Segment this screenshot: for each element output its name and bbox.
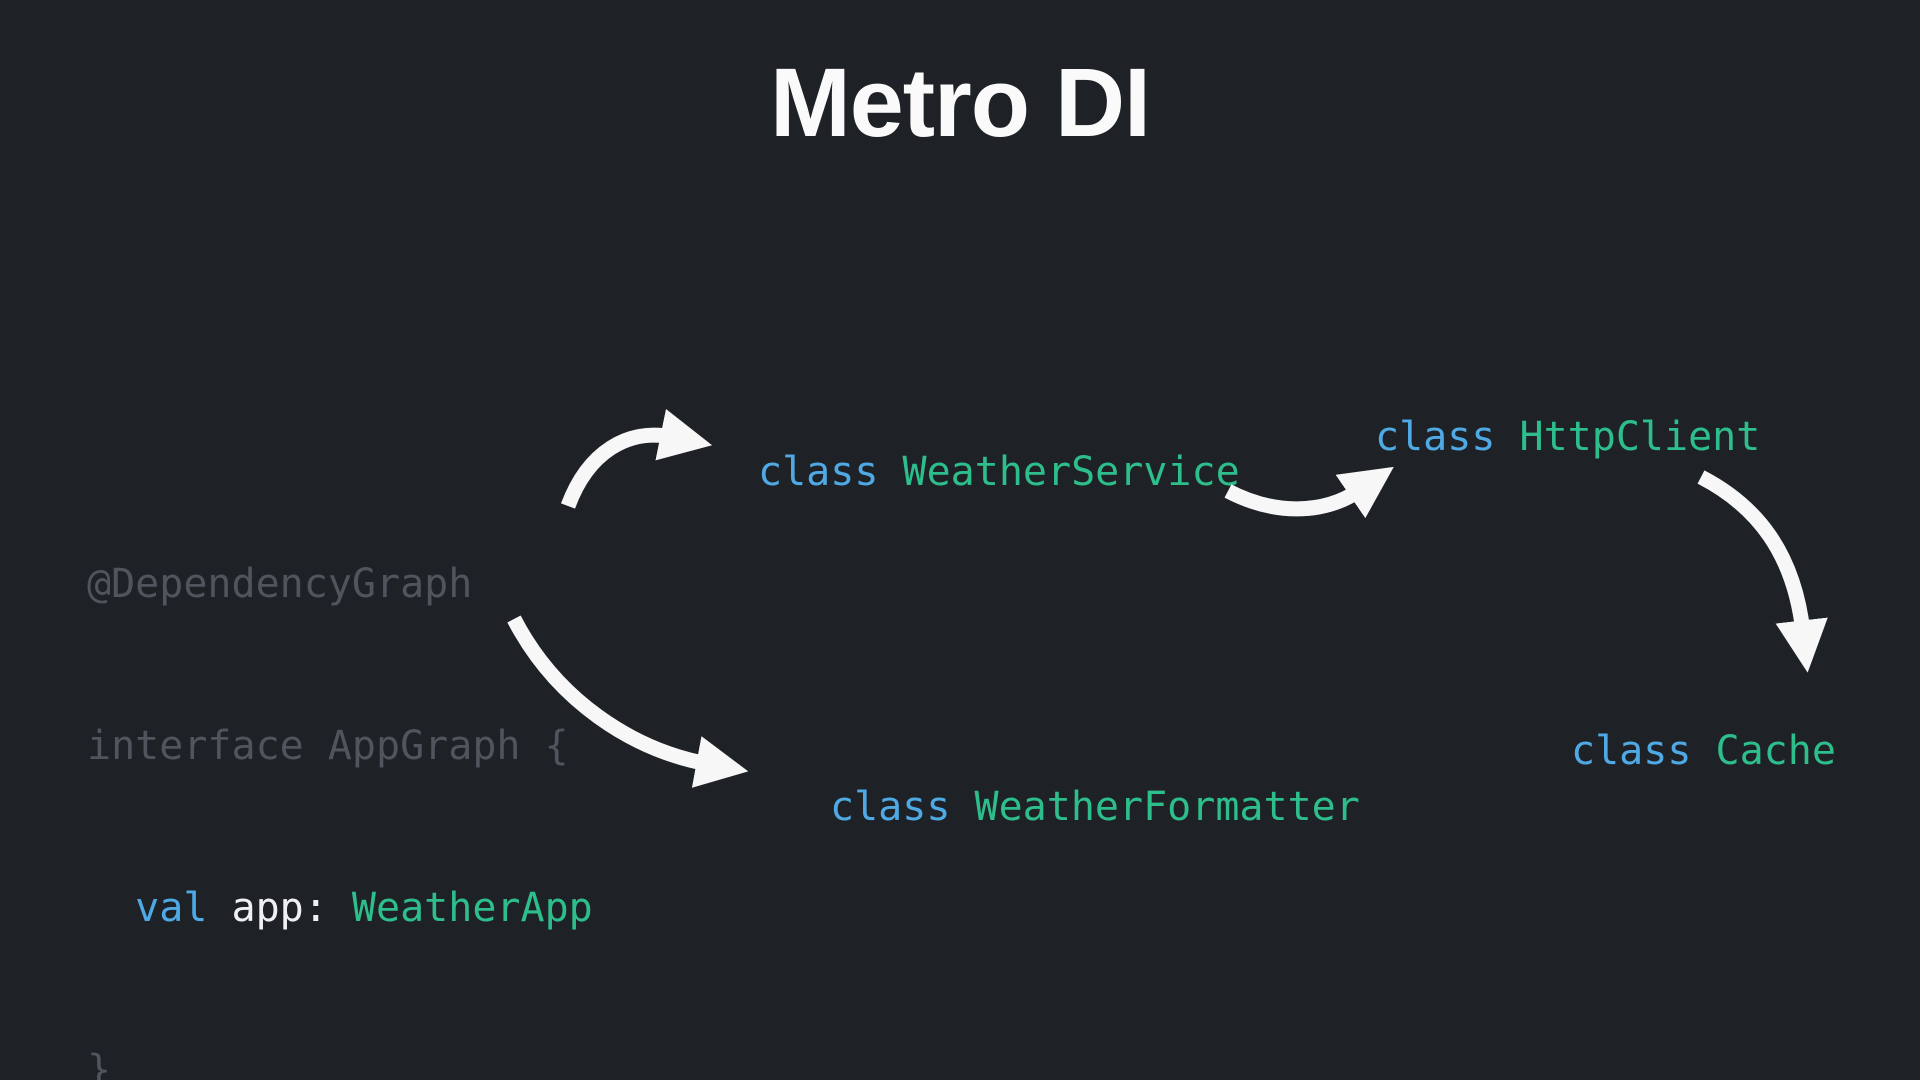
code-token-weatherapp-type: WeatherApp — [351, 885, 593, 931]
code-line-closing-brace: } — [87, 1043, 593, 1080]
arrow-weatherservice-to-httpclient — [1224, 466, 1394, 519]
space — [950, 784, 974, 830]
code-token: app: — [207, 885, 352, 931]
class-name-weatherformatter: WeatherFormatter — [974, 784, 1360, 830]
code-token: @DependencyGraph — [87, 561, 473, 607]
class-keyword: class — [1375, 414, 1496, 460]
code-token-val-keyword: val — [135, 885, 208, 931]
class-name-cache: Cache — [1715, 728, 1836, 774]
class-name-weatherservice: WeatherService — [902, 449, 1240, 495]
dependency-graph-code-block: @DependencyGraph interface AppGraph { va… — [87, 449, 593, 1080]
space — [1495, 414, 1519, 460]
code-token — [87, 885, 135, 931]
code-token: interface AppGraph { — [87, 723, 569, 769]
code-line-val-app: val app: WeatherApp — [87, 881, 593, 935]
node-cache: class Cache — [1571, 726, 1836, 776]
space — [878, 449, 902, 495]
class-keyword: class — [1571, 728, 1692, 774]
class-keyword: class — [758, 449, 879, 495]
code-line-annotation: @DependencyGraph — [87, 557, 593, 611]
arrow-httpclient-to-cache — [1697, 470, 1828, 673]
class-name-httpclient: HttpClient — [1519, 414, 1761, 460]
code-line-interface: interface AppGraph { — [87, 719, 593, 773]
page-title: Metro DI — [770, 48, 1151, 157]
class-keyword: class — [830, 784, 951, 830]
node-weatherformatter: class WeatherFormatter — [830, 782, 1360, 832]
node-httpclient: class HttpClient — [1375, 412, 1760, 462]
node-weatherservice: class WeatherService — [758, 447, 1240, 497]
code-token: } — [87, 1047, 112, 1080]
space — [1691, 728, 1715, 774]
